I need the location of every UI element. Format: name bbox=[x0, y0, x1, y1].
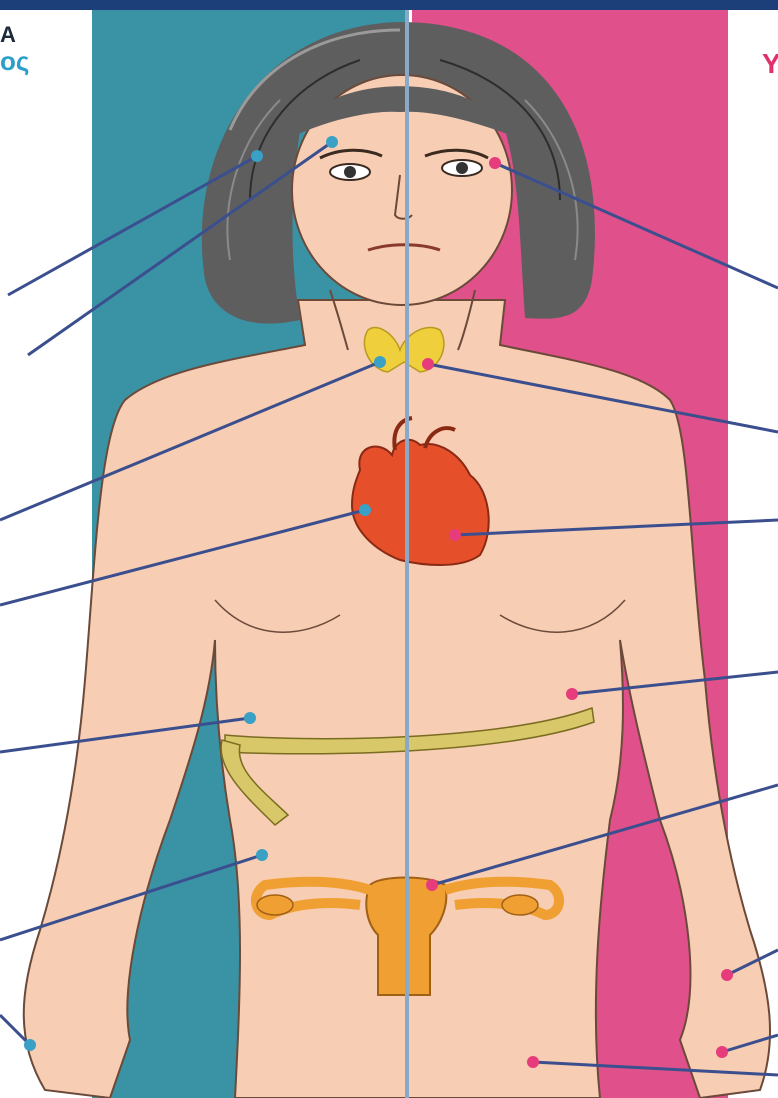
center-divider bbox=[405, 10, 409, 1098]
marker-uterus bbox=[426, 879, 438, 891]
marker-hair bbox=[251, 150, 263, 162]
marker-heart bbox=[359, 504, 371, 516]
marker-waist bbox=[566, 688, 578, 700]
marker-thyroid bbox=[422, 358, 434, 370]
marker-eye bbox=[326, 136, 338, 148]
top-left-text-fragment: A bbox=[0, 22, 16, 48]
left-text-fragment: ος bbox=[0, 46, 29, 77]
marker-eye bbox=[489, 157, 501, 169]
marker-hip bbox=[721, 969, 733, 981]
marker-waist bbox=[244, 712, 256, 724]
marker-hand bbox=[24, 1039, 36, 1051]
top-band bbox=[0, 0, 778, 10]
marker-thigh bbox=[527, 1056, 539, 1068]
marker-hand bbox=[716, 1046, 728, 1058]
right-text-fragment: Y bbox=[762, 48, 778, 80]
marker-thyroid bbox=[374, 356, 386, 368]
marker-lower-abdomen bbox=[256, 849, 268, 861]
marker-heart bbox=[449, 529, 461, 541]
